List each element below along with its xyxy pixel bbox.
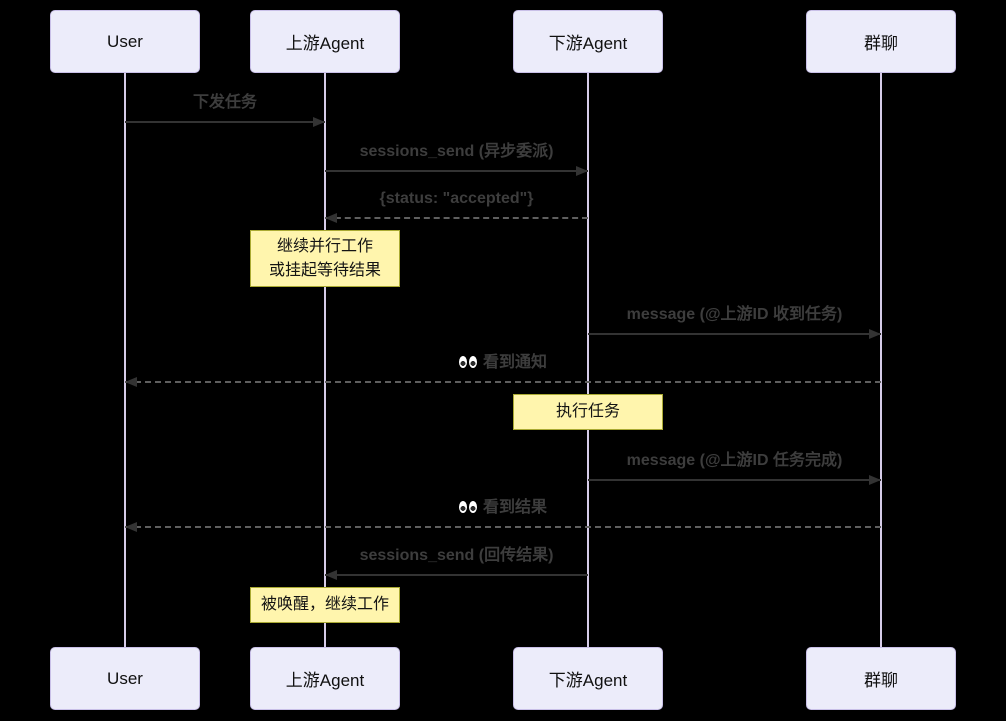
participant-label: 上游Agent <box>285 34 365 53</box>
message-label: 看到结果 <box>125 497 881 519</box>
message-line <box>325 217 588 219</box>
message-label: 下发任务 <box>192 94 257 111</box>
participant-label: 群聊 <box>864 34 898 53</box>
arrowhead-icon <box>325 213 337 223</box>
note-upstream-agent: 继续并行工作或挂起等待结果 <box>250 230 400 287</box>
participant-label: User <box>107 668 143 688</box>
participant-label: 下游Agent <box>548 671 628 690</box>
participant-top-upstream-agent: 上游Agent <box>250 10 400 73</box>
message-line <box>125 526 881 528</box>
lifeline-user <box>124 72 126 648</box>
arrowhead-icon <box>125 522 137 532</box>
participant-label: User <box>107 31 143 51</box>
participant-top-group-chat: 群聊 <box>806 10 956 73</box>
participant-bottom-downstream-agent: 下游Agent <box>513 647 663 710</box>
participant-label: 群聊 <box>864 671 898 690</box>
note-line: 被唤醒，继续工作 <box>260 596 389 613</box>
arrowhead-icon <box>869 329 881 339</box>
message-text: 看到通知 <box>482 354 547 371</box>
participant-top-downstream-agent: 下游Agent <box>513 10 663 73</box>
lifeline-downstream-agent <box>587 72 589 648</box>
message-label: {status: "accepted"} <box>379 190 534 207</box>
arrowhead-icon <box>125 377 137 387</box>
message-label: sessions_send (异步委派) <box>359 143 554 160</box>
message-line <box>125 121 325 123</box>
eyes-icon <box>459 356 477 368</box>
note-line: 继续并行工作 <box>276 237 373 255</box>
participant-bottom-group-chat: 群聊 <box>806 647 956 710</box>
lifeline-upstream-agent <box>324 72 326 648</box>
message-label: message (@上游ID 收到任务) <box>626 306 843 323</box>
arrowhead-icon <box>313 117 325 127</box>
note-line: 或挂起等待结果 <box>268 261 381 279</box>
lifeline-group-chat <box>880 72 882 648</box>
message-label: message (@上游ID 任务完成) <box>626 452 843 469</box>
participant-label: 下游Agent <box>548 34 628 53</box>
eyes-icon <box>459 501 477 513</box>
participant-top-user: User <box>50 10 200 73</box>
message-label: sessions_send (回传结果) <box>359 547 554 564</box>
message-line <box>325 574 588 576</box>
note-upstream-agent: 被唤醒，继续工作 <box>250 587 400 623</box>
participant-bottom-upstream-agent: 上游Agent <box>250 647 400 710</box>
message-line <box>325 170 588 172</box>
arrowhead-icon <box>576 166 588 176</box>
message-line <box>588 333 881 335</box>
message-label: 看到通知 <box>125 352 881 374</box>
note-line: 执行任务 <box>555 403 620 420</box>
note-downstream-agent: 执行任务 <box>513 394 663 430</box>
arrowhead-icon <box>325 570 337 580</box>
arrowhead-icon <box>869 475 881 485</box>
message-text: 看到结果 <box>482 499 547 516</box>
message-line <box>125 381 881 383</box>
participant-label: 上游Agent <box>285 671 365 690</box>
message-line <box>588 479 881 481</box>
participant-bottom-user: User <box>50 647 200 710</box>
